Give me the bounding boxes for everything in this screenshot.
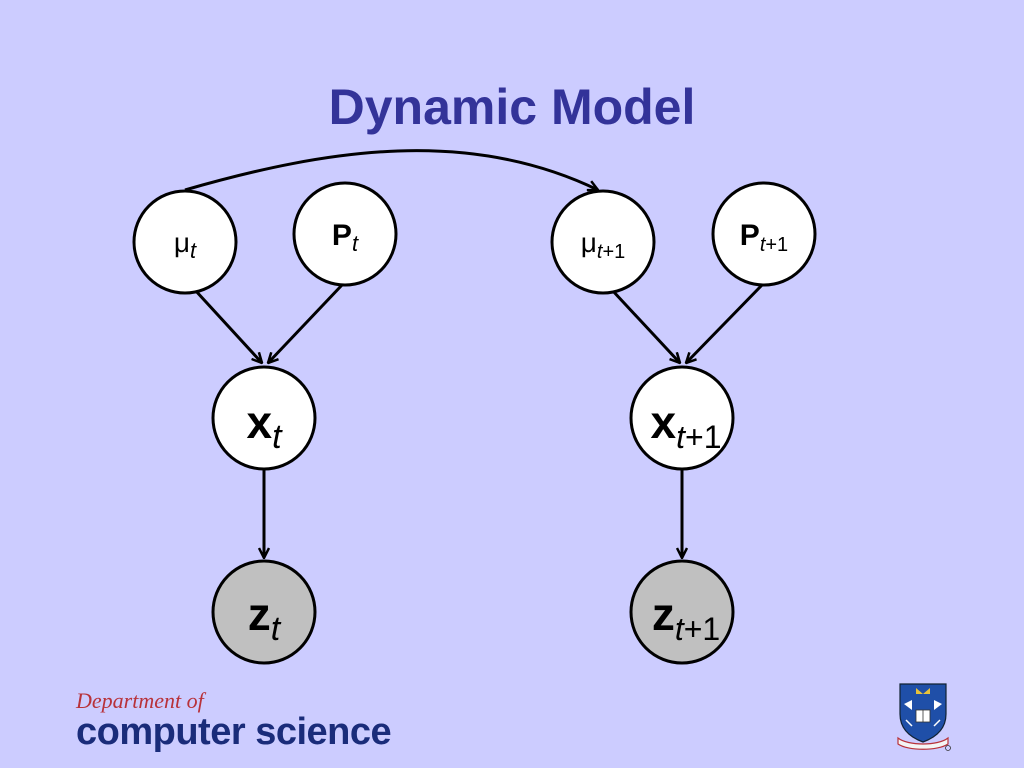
node-mu-t: μt xyxy=(132,189,238,295)
node-p-t1: Pt+1 xyxy=(711,181,817,287)
node-p-t: Pt xyxy=(292,181,398,287)
edges xyxy=(184,149,764,558)
slide-title: Dynamic Model xyxy=(328,79,696,135)
edge-mu-t-to-x-t xyxy=(193,288,262,363)
edge-p-t-to-x-t xyxy=(268,283,344,363)
svg-text:μt+1: μt+1 xyxy=(581,227,626,263)
node-x-t: xt xyxy=(211,365,317,471)
svg-text:xt+1: xt+1 xyxy=(651,396,722,455)
edge-p-t1-to-x-t1 xyxy=(686,283,764,363)
edge-mu-t-to-mu-t1 xyxy=(184,149,598,192)
svg-text:zt: zt xyxy=(248,588,282,648)
svg-text:μt: μt xyxy=(174,227,197,263)
node-x-t1: xt+1 xyxy=(629,365,735,471)
computer-science-text: computer science xyxy=(76,711,392,753)
node-mu-t1: μt+1 xyxy=(550,189,656,295)
svg-text:Pt+1: Pt+1 xyxy=(740,219,788,256)
svg-text:zt+1: zt+1 xyxy=(652,588,720,647)
node-z-t: zt xyxy=(211,559,317,665)
department-of-text: Department of xyxy=(76,688,204,713)
node-z-t1: zt+1 xyxy=(629,559,735,665)
department-logo: Department of computer science xyxy=(76,688,392,753)
university-crest-icon xyxy=(897,683,951,751)
edge-mu-t1-to-x-t1 xyxy=(610,288,680,363)
svg-text:Pt: Pt xyxy=(332,219,359,256)
svg-text:xt: xt xyxy=(246,396,283,456)
